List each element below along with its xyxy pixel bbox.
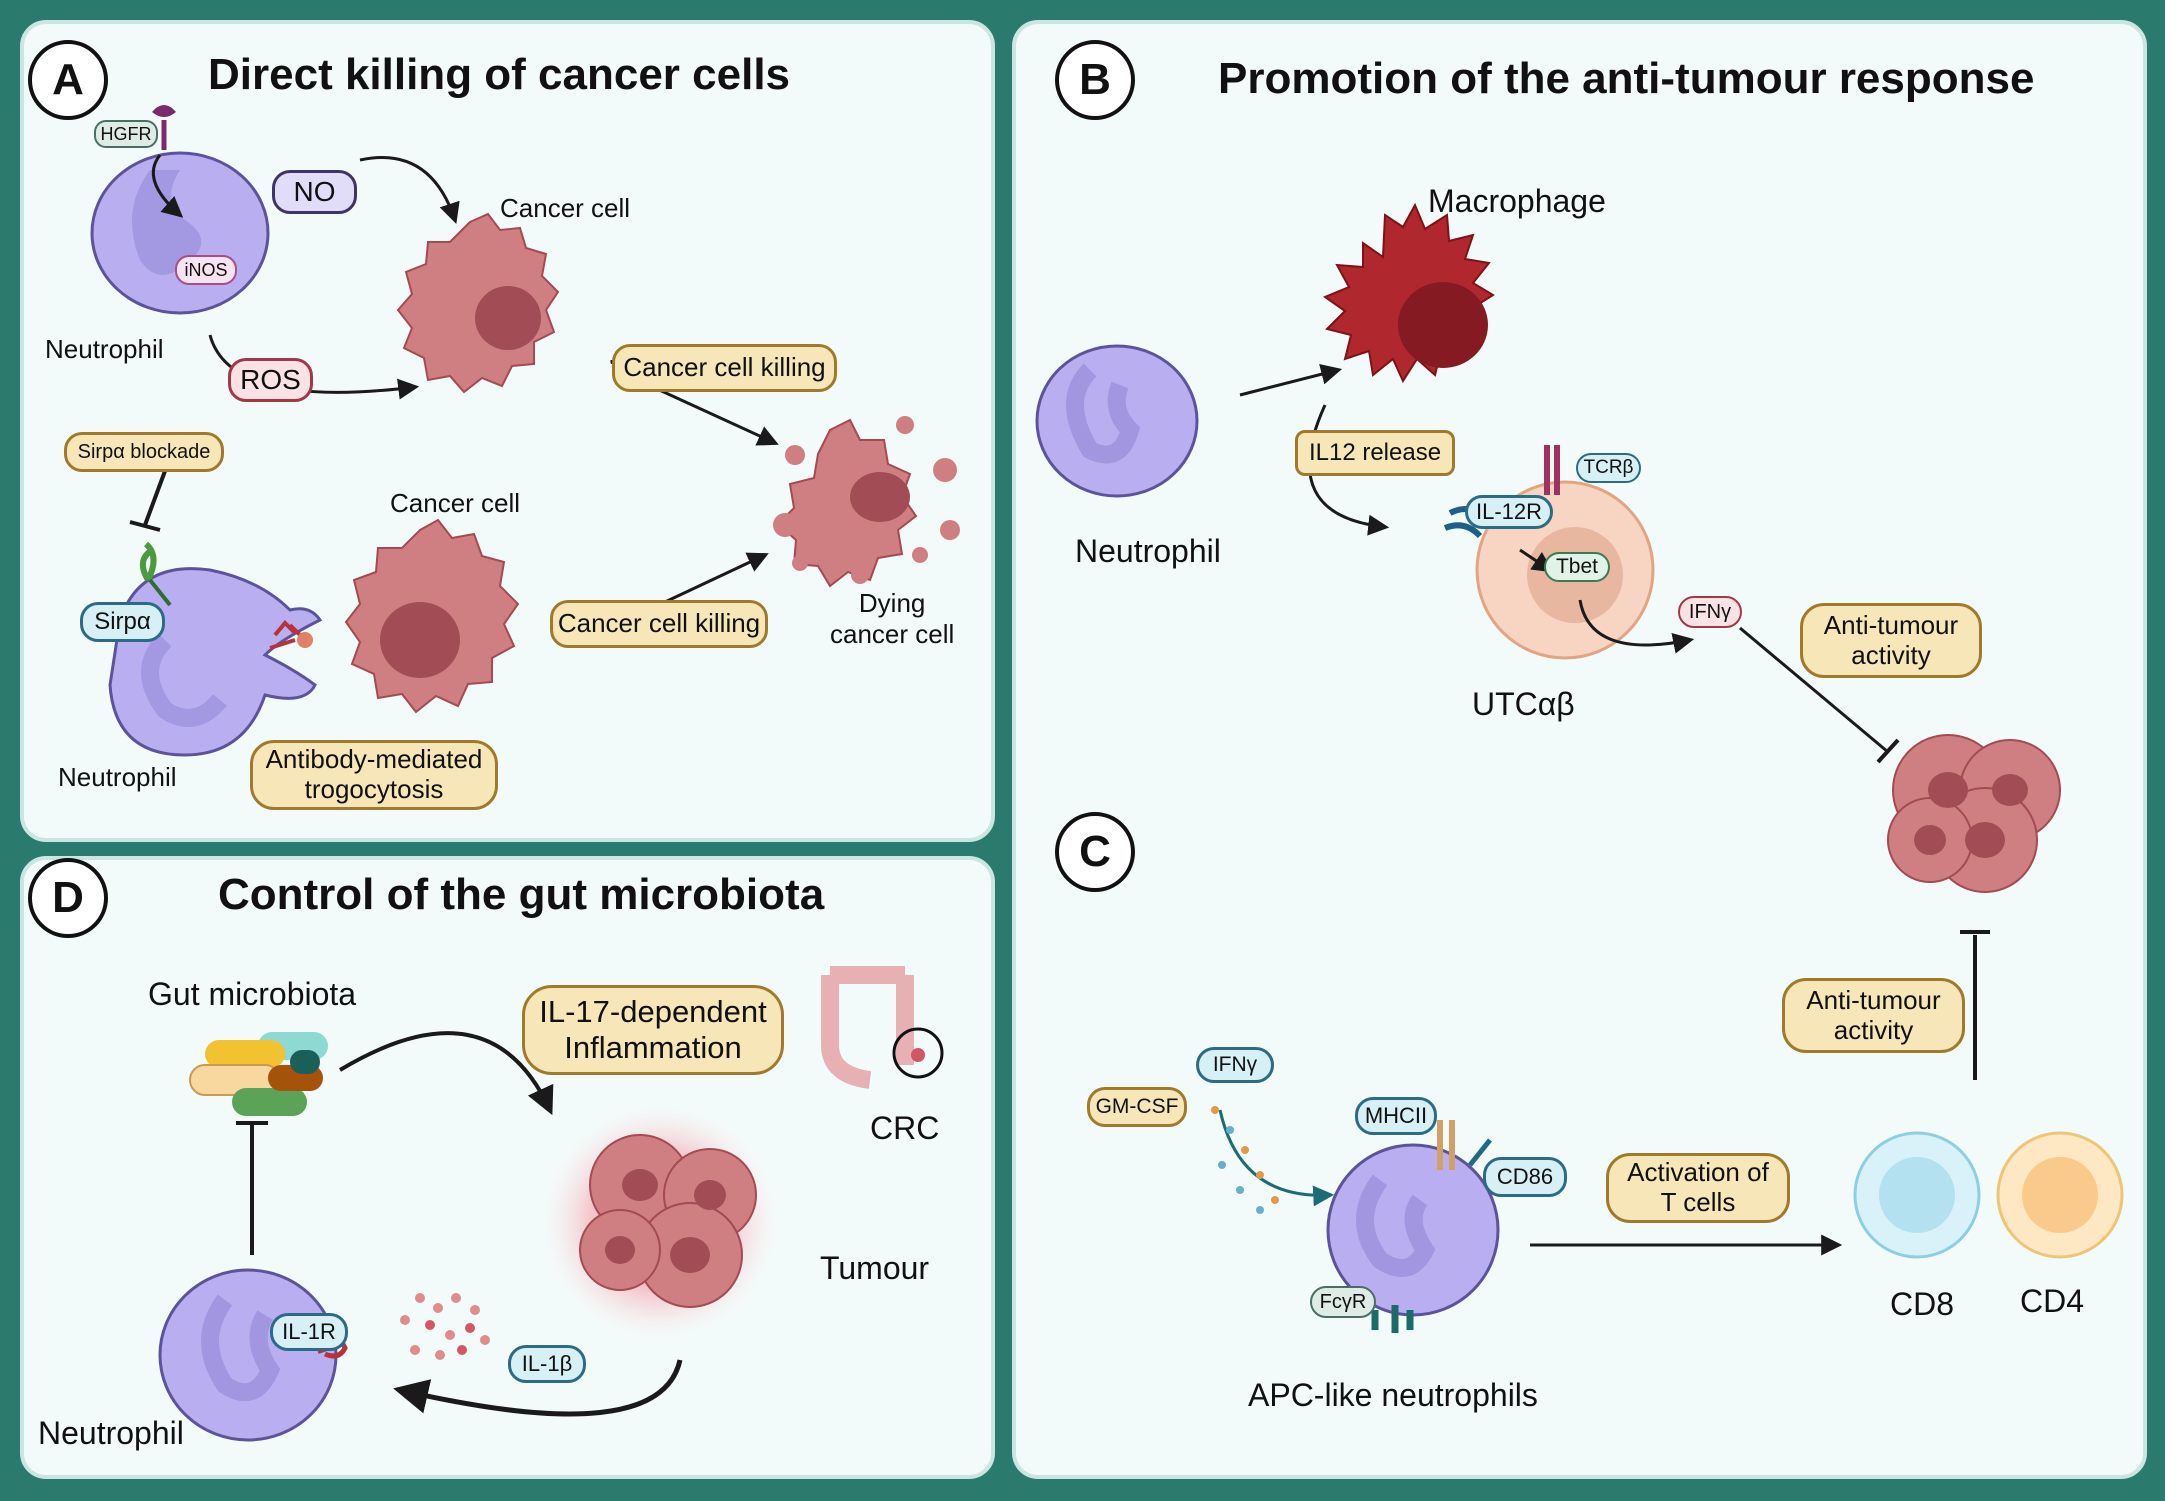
ifng-pill-c: IFNγ xyxy=(1196,1047,1274,1083)
cd8-cell xyxy=(1853,1131,1981,1259)
neutrophil-cell-b xyxy=(1035,344,1199,498)
no-label: NO xyxy=(272,170,357,214)
cancer-cell-label-a2: Cancer cell xyxy=(390,488,521,518)
gut-microbiota-label: Gut microbiota xyxy=(148,976,357,1012)
hgfr-label: HGFR xyxy=(94,120,158,148)
utc-label: UTCαβ xyxy=(1472,686,1575,722)
dying-line2: cancer cell xyxy=(830,619,955,650)
anti-tumour-c-line1: Anti-tumour xyxy=(1806,984,1941,1015)
neutrophil-label-d: Neutrophil xyxy=(38,1415,184,1451)
cancer-cell-killing-pill-1: Cancer cell killing xyxy=(612,344,837,392)
anti-tumour-c-line2: activity xyxy=(1833,1014,1914,1045)
ifng-label-b: IFNγ xyxy=(1678,596,1742,628)
anti-tumour-b-line1: Anti-tumour xyxy=(1823,609,1959,640)
ros-label: ROS xyxy=(228,358,313,402)
anti-tumour-pill-b: Anti-tumour activity xyxy=(1800,603,1982,678)
neutrophil-cell-a2 xyxy=(108,541,323,757)
inos-label: iNOS xyxy=(175,255,237,285)
cancer-cell-label-a1: Cancer cell xyxy=(500,193,631,223)
activation-line1: Activation of xyxy=(1627,1157,1769,1188)
cd4-cell xyxy=(1996,1131,2124,1259)
tumour-label: Tumour xyxy=(820,1250,930,1286)
crc-label: CRC xyxy=(870,1110,940,1146)
dying-cancer-cell xyxy=(773,416,960,588)
il12r-label: IL-12R xyxy=(1465,495,1553,529)
cd8-label: CD8 xyxy=(1890,1286,1955,1322)
neutrophil-label-a1: Neutrophil xyxy=(45,334,164,364)
panel-b-badge: B xyxy=(1055,40,1135,120)
apc-neutrophils-label: APC-like neutrophils xyxy=(1248,1377,1538,1413)
il1r-pill: IL-1R xyxy=(270,1313,348,1351)
colon-crc xyxy=(821,966,944,1089)
dying-cancer-cell-label: Dying cancer cell xyxy=(830,588,954,650)
gmcsf-pill: GM-CSF xyxy=(1087,1087,1187,1127)
panel-a-badge: A xyxy=(28,40,108,120)
cancer-cell-killing-pill-2: Cancer cell killing xyxy=(550,600,768,648)
sirpa-label: Sirpα xyxy=(80,602,165,642)
panel-a-title: Direct killing of cancer cells xyxy=(208,50,791,99)
tcrb-label: TCRβ xyxy=(1576,453,1641,483)
il17-line2: Inflammation xyxy=(564,1030,742,1065)
sirpa-blockade-pill: Sirpα blockade xyxy=(64,432,224,472)
cd86-pill: CD86 xyxy=(1483,1157,1567,1197)
macrophage-label: Macrophage xyxy=(1428,183,1606,219)
il17-inflammation-pill: IL-17-dependent Inflammation xyxy=(522,985,784,1075)
neutrophil-label-b: Neutrophil xyxy=(1075,533,1221,569)
il12-release-pill: IL12 release xyxy=(1295,430,1455,476)
anti-tumour-pill-c: Anti-tumour activity xyxy=(1782,978,1965,1053)
neutrophil-cell-d xyxy=(158,1268,348,1442)
dying-line1: Dying xyxy=(858,588,926,618)
trogocytosis-line2: trogocytosis xyxy=(304,774,444,804)
cancer-cell-a2 xyxy=(344,518,520,714)
gut-microbiota-bacteria xyxy=(189,1032,328,1116)
fcgr-pill: FcγR xyxy=(1310,1286,1376,1318)
macrophage-cell xyxy=(1322,202,1495,384)
panel-d-title: Control of the gut microbiota xyxy=(218,870,825,919)
trogocytosis-pill: Antibody-mediated trogocytosis xyxy=(250,740,498,810)
anti-tumour-b-line2: activity xyxy=(1851,639,1931,670)
il1b-pill: IL-1β xyxy=(508,1345,586,1383)
confetti-dots xyxy=(1211,1106,1279,1214)
activation-t-cells-pill: Activation of T cells xyxy=(1606,1153,1790,1223)
il1b-dots xyxy=(400,1293,490,1360)
tumour-d xyxy=(542,1104,778,1340)
panel-c-badge: C xyxy=(1055,812,1135,892)
panel-d-badge: D xyxy=(28,858,108,938)
tumour-cluster-b xyxy=(1887,734,2061,893)
il17-line1: IL-17-dependent xyxy=(539,994,767,1030)
panel-b-title: Promotion of the anti-tumour response xyxy=(1218,54,2035,103)
apc-neutrophil-cell xyxy=(1326,1120,1500,1333)
neutrophil-label-a2: Neutrophil xyxy=(58,762,177,792)
cd4-label: CD4 xyxy=(2020,1283,2085,1319)
activation-line2: T cells xyxy=(1660,1187,1736,1217)
trogocytosis-line1: Antibody-mediated xyxy=(265,744,483,775)
mhcii-pill: MHCII xyxy=(1355,1097,1437,1135)
tbet-label: Tbet xyxy=(1544,552,1610,582)
cancer-cell-a1 xyxy=(396,212,560,394)
